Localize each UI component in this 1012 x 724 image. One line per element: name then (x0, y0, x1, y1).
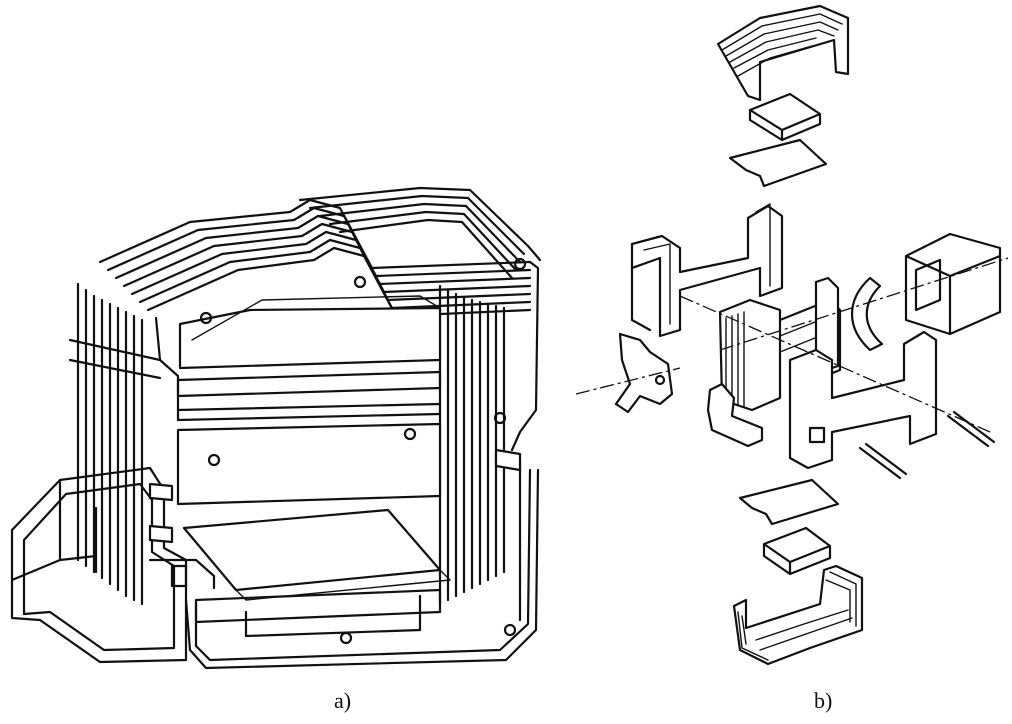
bottom-lamination-stack (732, 564, 864, 666)
top-yoke-laminations (98, 186, 542, 452)
bobbin-shell (904, 232, 1002, 336)
pins (858, 410, 996, 480)
terminal-bracket (614, 332, 674, 414)
foot-bracket (706, 382, 764, 448)
rivet-holes (199, 257, 527, 645)
top-insulator-plate (728, 138, 828, 188)
clamp-rods (148, 448, 522, 544)
right-leg-laminations (438, 284, 506, 606)
bottom-insulator-block (762, 526, 832, 576)
window-plates (176, 295, 451, 638)
center-axis-lines (575, 257, 1009, 433)
bottom-insulator-plate (738, 478, 840, 526)
exploded-transformer-parts (575, 4, 1009, 666)
top-lamination-stack (716, 4, 850, 102)
right-e-frame (788, 330, 938, 470)
left-leg-laminations (68, 282, 162, 606)
assembled-transformer-core (10, 186, 542, 670)
left-bracket (10, 466, 216, 664)
bottom-frame (184, 458, 540, 670)
caption-b: b) (814, 688, 833, 713)
left-e-frame (630, 203, 784, 338)
top-insulator-block (748, 92, 822, 142)
caption-a: a) (334, 688, 352, 713)
curved-clip (850, 276, 884, 352)
